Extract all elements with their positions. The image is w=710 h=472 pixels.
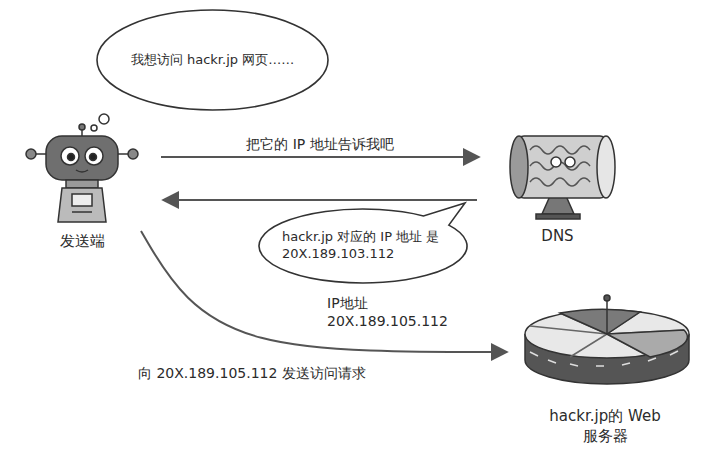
edge-label: 把它的 IP 地址告诉我吧 — [243, 135, 396, 153]
dns-illustration — [510, 136, 615, 219]
dns-node: DNS — [495, 118, 620, 248]
ip-note: IP地址 20X.189.105.112 — [325, 294, 461, 330]
speech-bubble: hackr.jp 对应的 IP 地址 是 20X.189.103.112 — [257, 207, 469, 285]
arrow-connector — [161, 156, 479, 158]
thought-dot — [91, 125, 97, 131]
bubble-outline — [97, 10, 328, 110]
robot-illustration — [26, 124, 138, 222]
edge-label: 向 20X.189.105.112 发送访问请求 — [135, 364, 369, 382]
node-text: DNS — [541, 227, 573, 249]
node-text: 我想访问 hackr.jp 网页…… — [131, 52, 294, 69]
sender-node: 发送端 — [20, 118, 145, 253]
node-text: 发送端 — [60, 232, 105, 254]
web-server-node: hackr.jp的 Web服务器 — [515, 290, 695, 448]
thought-bubble: 我想访问 hackr.jp 网页…… — [95, 8, 330, 112]
node-text: hackr.jp 对应的 IP 地址 是 20X.189.103.112 — [282, 229, 444, 263]
arrow-connector — [163, 199, 477, 201]
bubble-outline — [259, 203, 467, 283]
node-text: hackr.jp的 Web服务器 — [549, 407, 661, 448]
thought-dot — [99, 114, 109, 124]
server-illustration — [525, 295, 689, 384]
